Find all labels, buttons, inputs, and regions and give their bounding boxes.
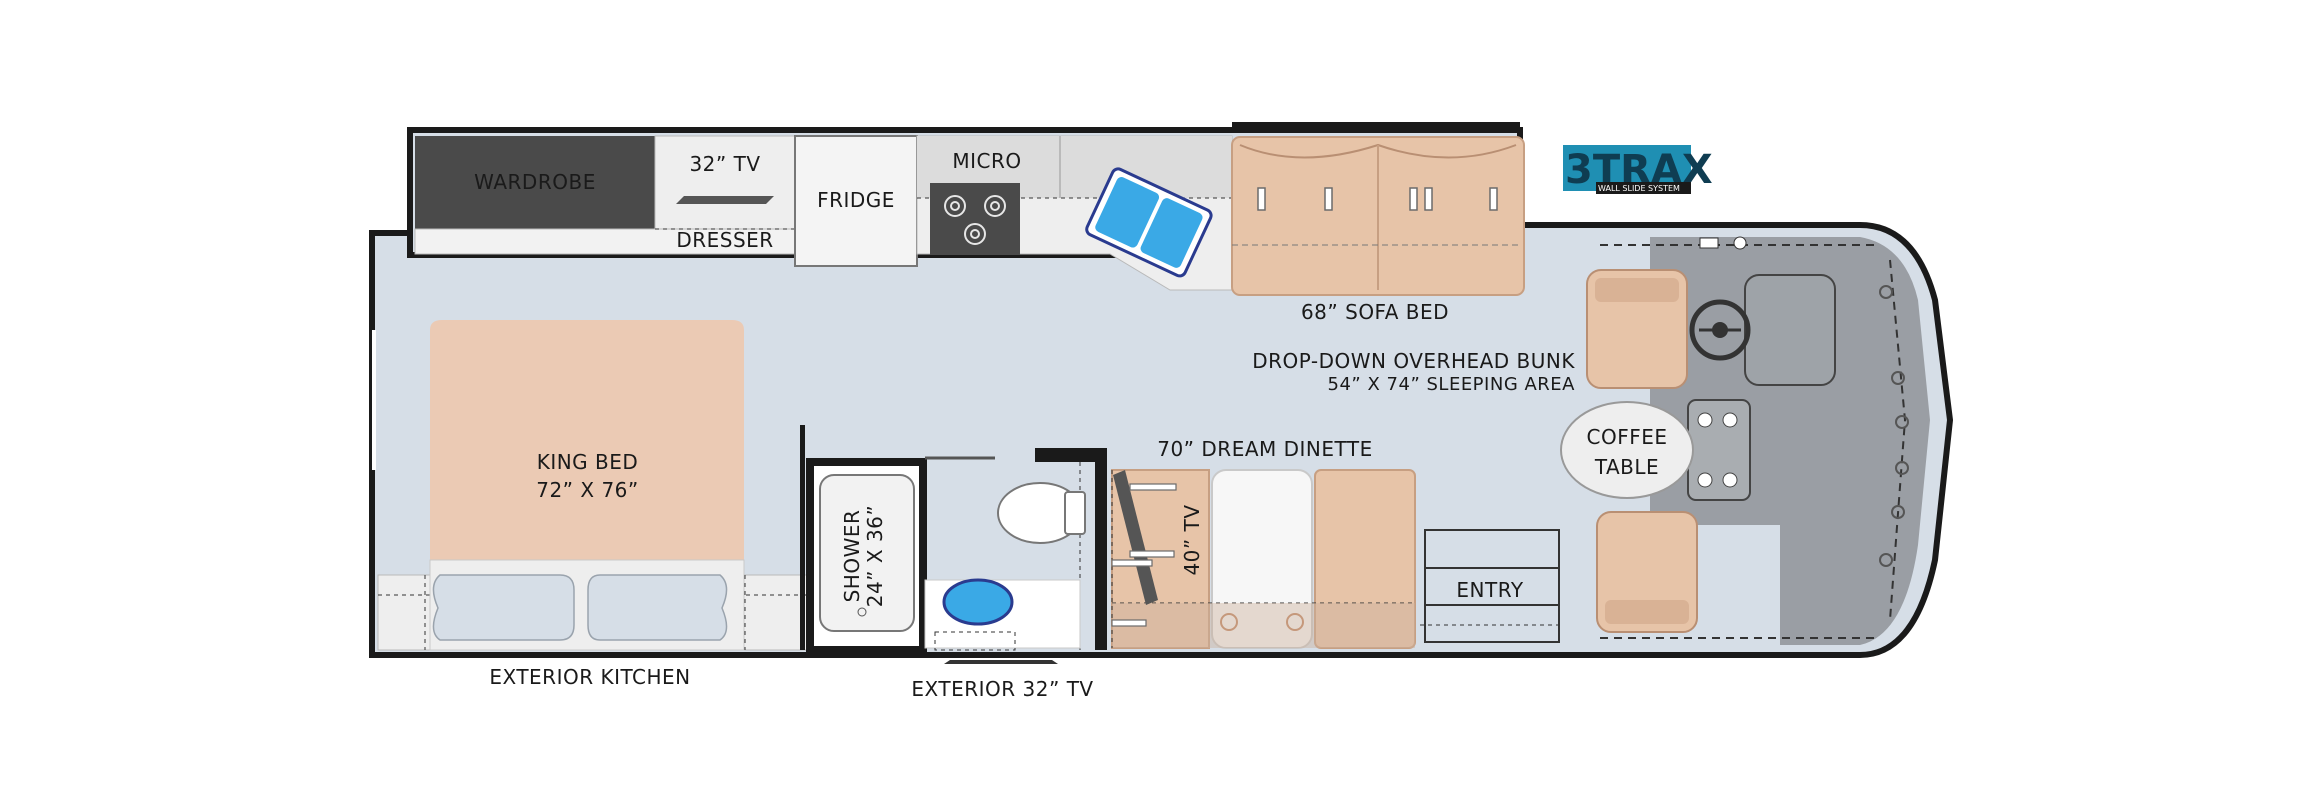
exterior-tv-label: EXTERIOR 32” TV [911,677,1094,701]
sink-icon [1085,167,1213,278]
sofa-bed [1231,136,1525,296]
king-bed-label: KING BED [536,450,639,474]
bunk-label: DROP-DOWN OVERHEAD BUNK [1252,349,1575,373]
coffee-table-label-line1: COFFEE [1586,425,1668,449]
micro-label: MICRO [952,149,1022,173]
dream-dinette [1111,469,1416,649]
coffee-table [1560,401,1694,499]
fridge-label: FRIDGE [817,188,895,212]
tv-32-icon [676,196,774,204]
exterior-tv-icon [944,660,1058,664]
entry-steps [1424,529,1560,643]
tv-40-label: 40” TV [1180,504,1204,576]
shower-size-label: 24” X 36” [863,504,887,608]
fridge [794,135,918,267]
lavatory-sink-icon [942,578,1014,626]
passenger-chair [1586,269,1688,389]
entry-label: ENTRY [1456,578,1524,602]
king-bed-size-label: 72” X 76” [536,478,639,502]
floor-area [369,222,1954,658]
wardrobe-label: WARDROBE [474,170,596,194]
king-bed [429,320,745,651]
bunk-size-label: 54” X 74” SLEEPING AREA [1327,374,1575,395]
svg-text:WALL SLIDE SYSTEM: WALL SLIDE SYSTEM [1598,184,1680,193]
toilet-icon [997,482,1086,544]
sofa-bed-label: 68” SOFA BED [1300,300,1450,324]
tv-40-icon [1113,470,1158,605]
coffee-table-label-line2: TABLE [1594,455,1660,479]
wardrobe [415,136,655,229]
shower-label: SHOWER [840,509,864,603]
steering-wheel-icon [1689,299,1751,361]
dinette-label: 70” DREAM DINETTE [1157,437,1373,461]
dresser-label: DRESSER [676,228,774,252]
cab-area [1650,237,1930,645]
exterior-kitchen-label: EXTERIOR KITCHEN [489,665,691,689]
tv-32-label: 32” TV [689,152,761,176]
driver-chair [1596,511,1698,633]
3trax-logo: 3TRAX WALL SLIDE SYSTEM [1563,145,1713,194]
